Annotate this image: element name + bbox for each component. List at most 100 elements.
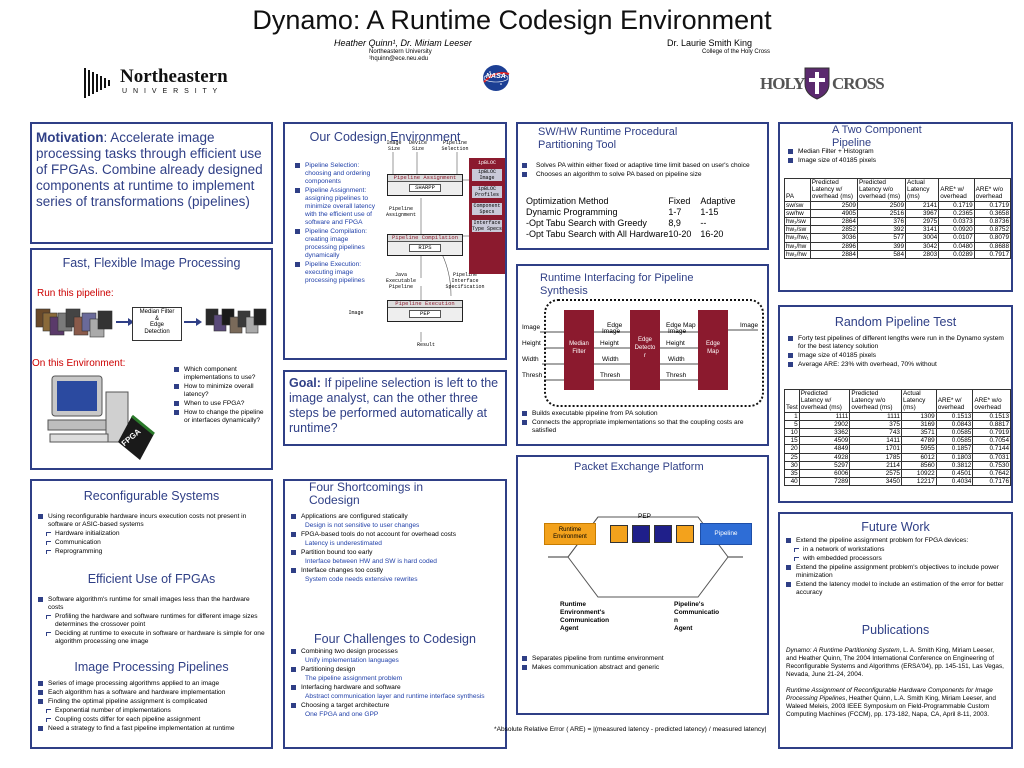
table-cell: 8560 (900, 460, 937, 471)
two-component-bullets: Median Filter + Histogram Image size of … (788, 148, 988, 166)
optimization-method: -Opt Tabu Search with Greedy (526, 218, 647, 228)
northeastern-wordmark: Northeastern (120, 66, 228, 87)
list-item: Finding the optimal pipeline assignment … (38, 698, 265, 706)
table-cell: 0.1857 (935, 444, 974, 454)
holy-cross-word-1: HOLY (760, 74, 806, 93)
table-cell: 399 (856, 241, 907, 251)
sig-thresh-mid: Thresh (600, 372, 621, 379)
table-header-cell: ARE* w/o overhead (972, 389, 1011, 413)
table-cell: 3169 (900, 419, 937, 430)
table-cell: 0.8736 (973, 217, 1011, 227)
sig-width-right: Width (668, 356, 685, 363)
list-item: Each algorithm has a software and hardwa… (38, 689, 265, 697)
packet-exchange-title: Packet Exchange Platform (574, 461, 704, 473)
pipeline-execution-box: Pipeline Execution PEP (387, 300, 463, 322)
sig-edgemap-right: Edge Map (666, 322, 696, 329)
computer-fpga-graphic (47, 375, 155, 460)
table-cell: sw/sw (784, 200, 811, 210)
packet-bullet: Separates pipeline from runtime environm… (522, 655, 762, 663)
list-item: Coupling costs differ for each pipeline … (38, 716, 265, 724)
list-item: Interface changes too costly (291, 567, 499, 575)
goal-label: Goal: (289, 376, 321, 390)
list-item: Software algorithm's runtime for small i… (38, 596, 265, 612)
table-cell: hw₂/hw (784, 249, 811, 260)
sharpp-box: SHARPP (409, 184, 441, 192)
table-cell: 2902 (798, 419, 851, 430)
table-cell: 0.7642 (972, 469, 1011, 479)
table-cell: 4849 (798, 444, 851, 454)
nasa-meatball-icon (483, 65, 510, 91)
environment-questions: Which component implementations to use? … (174, 366, 270, 426)
sig-height-in: Height (522, 340, 541, 347)
swhw-bullet: Chooses an algorithm to solve PA based o… (522, 171, 762, 179)
table-cell: 0.1719 (938, 200, 975, 210)
list-item: The pipeline assignment problem (305, 675, 403, 682)
table-cell: 0.0107 (938, 233, 975, 243)
publication-2: Runtime Assignment of Reconfigurable Har… (786, 687, 1005, 719)
affiliation-right: College of the Holy Cross (702, 49, 771, 55)
table-header-cell: Test (784, 389, 800, 413)
pep-cell-navy (654, 525, 672, 543)
swhw-tool-title: SW/HW Runtime Procedural Partitioning To… (538, 126, 678, 151)
rips-box: RIPS (409, 244, 441, 252)
list-item: Hardware initialization (38, 530, 265, 538)
affiliation-left: Northeastern University (369, 49, 432, 55)
optimization-table: Optimization Method Fixed Adaptive Dynam… (526, 196, 735, 240)
table-cell: 5297 (798, 460, 851, 471)
list-item: Series of image processing algorithms ap… (38, 680, 265, 688)
pipeline-images-graphic (35, 308, 267, 338)
table-cell: 0.4034 (935, 477, 974, 487)
table-cell: 0.3812 (935, 460, 974, 471)
table-cell: 4509 (798, 436, 851, 446)
sig-thresh-right: Thresh (666, 372, 687, 379)
optimization-header-cell: Fixed (668, 196, 691, 206)
pipeline-block: Pipeline (700, 523, 752, 545)
optimization-header-row: Optimization Method Fixed Adaptive (526, 196, 735, 207)
table-cell: 2516 (856, 208, 907, 219)
question-item: When to use FPGA? (174, 400, 270, 408)
holy-cross-word-2: CROSS (832, 74, 885, 93)
table-header-cell: Predicted Latency w/o overhead (ms) (849, 389, 902, 413)
swhw-tool-bullets: Solves PA within either fixed or adaptiv… (522, 162, 762, 180)
goal-text: If pipeline selection is left to the ima… (289, 376, 499, 435)
question-item: Which component implementations to use? (174, 366, 270, 382)
list-item: Partition bound too early (291, 549, 499, 557)
table-cell: 15 (784, 436, 800, 446)
table-cell: 0.1803 (935, 452, 974, 462)
table-header-cell: ARE* w/ overhead (935, 389, 974, 413)
table-cell: 3004 (905, 233, 940, 243)
pipeline-assignment-label: Pipeline Assignment (388, 175, 462, 182)
result-label: Result (416, 342, 435, 348)
pipeline-assignment-box: Pipeline Assignment SHARPP (387, 174, 463, 196)
table-cell: 3450 (849, 477, 902, 487)
table-cell: 0.0920 (938, 225, 975, 235)
pipeline-interface-label: Pipeline Interface Specification (445, 272, 485, 290)
table-cell: 743 (849, 428, 902, 438)
reconfigurable-title: Reconfigurable Systems (83, 489, 220, 503)
northeastern-mark-icon (84, 68, 110, 98)
table-cell: 10 (784, 428, 800, 438)
table-cell: hw₂/sw (784, 225, 811, 235)
table-cell: 0.1719 (973, 200, 1011, 210)
table-cell: 7289 (798, 477, 851, 487)
table-cell: 0.7917 (973, 249, 1011, 260)
motivation-label: Motivation (36, 130, 104, 145)
list-item: Profiling the hardware and software runt… (38, 613, 265, 629)
table-cell: 0.4501 (935, 469, 974, 479)
runtime-environment-block: Runtime Environment (544, 523, 596, 545)
table-cell: 0.7144 (972, 444, 1011, 454)
sig-edge-mid: Edge (607, 322, 623, 329)
runtime-interfacing-title: Runtime Interfacing for Pipeline Synthes… (540, 272, 694, 297)
optimization-method: -Opt Tabu Search with All Hardware (526, 229, 669, 239)
northeastern-university: U N I V E R S I T Y (122, 88, 220, 95)
list-item: Deciding at runtime to execute in softwa… (38, 630, 265, 646)
table-cell: 5955 (900, 444, 937, 454)
table-cell: 0.1513 (972, 411, 1011, 421)
